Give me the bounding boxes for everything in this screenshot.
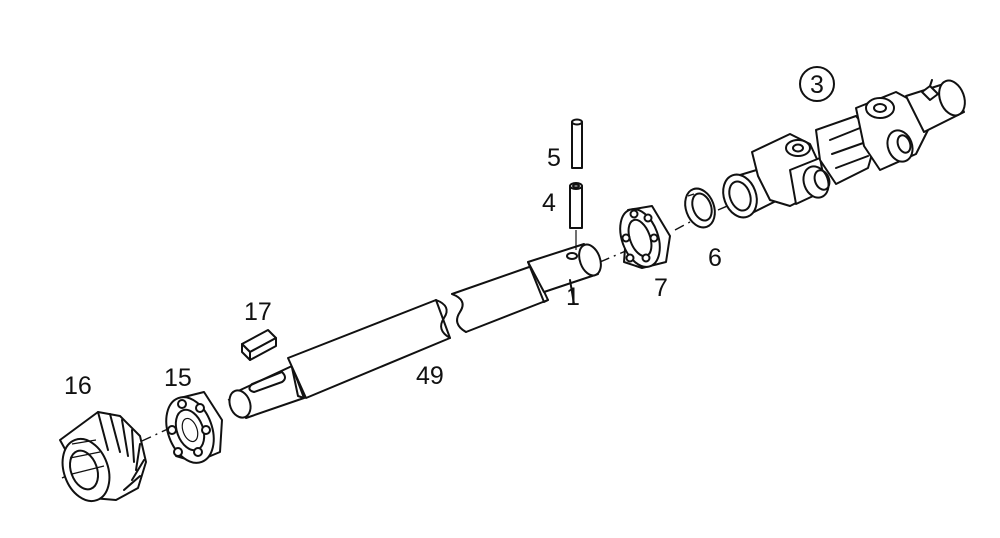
ball-bearing-7 — [619, 205, 671, 269]
callout-circle — [799, 66, 835, 102]
label-part-4: 4 — [542, 189, 556, 217]
callout-3: 3 — [799, 66, 835, 102]
label-part-1: 1 — [566, 283, 580, 311]
bevel-gear — [59, 411, 147, 502]
leader-1 — [569, 279, 575, 305]
label-part-15: 15 — [164, 364, 192, 392]
main-shaft — [228, 243, 602, 419]
label-part-17: 17 — [244, 298, 272, 326]
label-part-5: 5 — [547, 144, 561, 172]
ball-bearing-15 — [165, 391, 223, 464]
label-part-7: 7 — [654, 274, 668, 302]
label-part-6: 6 — [708, 244, 722, 272]
label-part-49: 49 — [416, 362, 444, 390]
label-part-3: 3 — [810, 71, 824, 99]
label-part-16: 16 — [64, 372, 92, 400]
universal-joint — [722, 79, 966, 219]
feather-key — [241, 329, 277, 361]
spring-pin — [569, 182, 583, 250]
dowel-pin — [571, 118, 583, 169]
retaining-ring — [684, 187, 716, 229]
